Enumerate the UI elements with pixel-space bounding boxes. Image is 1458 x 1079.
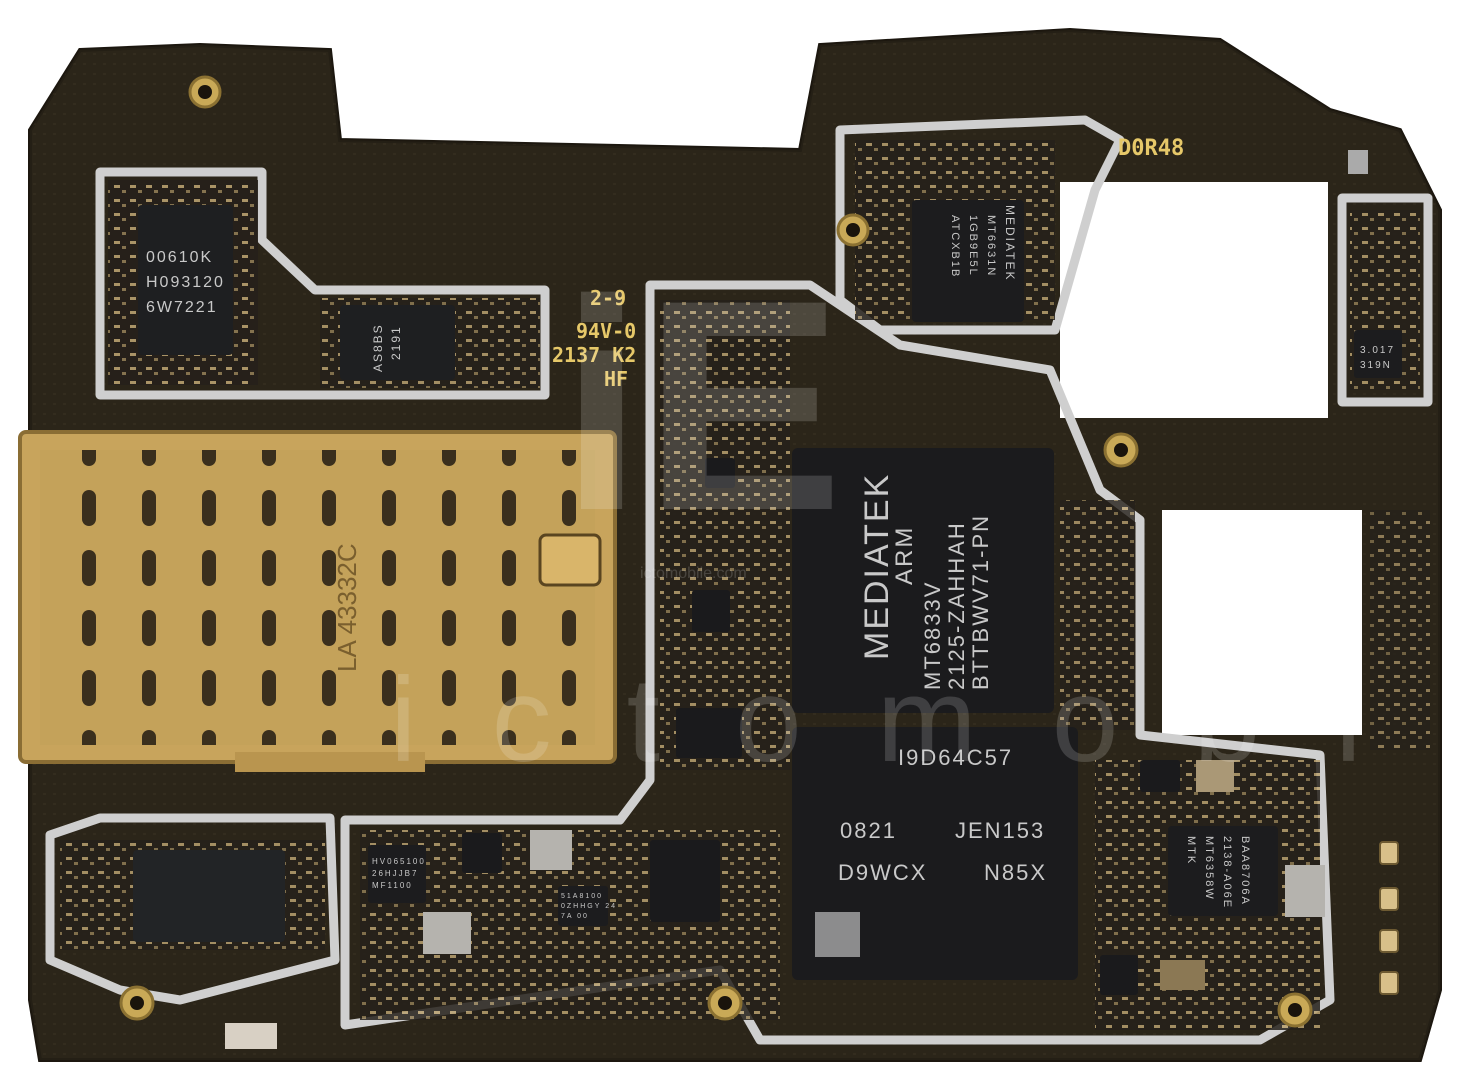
shield-frame-top-left <box>95 167 550 400</box>
sim-tray-code: LA 43332C <box>332 543 362 672</box>
bottomsmallb-label-2: 0ZHHGY 24 <box>561 903 617 910</box>
memory-qr-code <box>815 912 860 957</box>
chip-bottom-left-module <box>133 850 285 942</box>
topleft-label-3: 6W7221 <box>146 299 218 316</box>
sim-card-tray: LA 43332C <box>18 430 617 772</box>
mtkbottom-label-4: BAA8706A <box>1239 836 1251 906</box>
smalltop-label-1: 2191 <box>389 325 403 360</box>
rightsmall-label-1: 3.017 <box>1360 345 1395 356</box>
shield-frame-right-small <box>1337 193 1433 407</box>
shield-frame-main <box>340 280 1335 1045</box>
topleft-label-2: H093120 <box>146 274 225 291</box>
soc-label-5: BTTBWV71-PN <box>968 514 993 690</box>
rightsmall-label-2: 319N <box>1360 360 1392 371</box>
mtkbottom-label-2: MT6358W <box>1203 836 1215 901</box>
soc-label-4: 2125-ZAHHAH <box>944 521 969 690</box>
bottomsmalla-label-3: MF1100 <box>372 881 413 890</box>
chip-small-top: 2191 AS8BS <box>340 305 455 380</box>
mtkbottom-label-3: 2138-A06E <box>1221 836 1233 909</box>
topleft-label-1: 00610K <box>146 249 213 266</box>
chip-memory: I9D64C57 0821 JEN153 D9WCX N85X <box>792 727 1078 980</box>
edge-contacts <box>1379 841 1399 995</box>
chip-mtk-top: MEDIATEK MT6631N 1GB9E5L ATCXB1B <box>912 200 1024 322</box>
mtkbottom-label-1: MTK <box>1185 836 1197 865</box>
memory-label-1: I9D64C57 <box>898 745 1013 770</box>
bottomsmalla-label-1: HV065100 <box>372 857 426 866</box>
shield-frame-bottom-left <box>45 813 340 1005</box>
soc-label-1: MEDIATEK <box>858 473 896 660</box>
chip-right-small: 3.017 319N <box>1354 330 1402 378</box>
chip-bottom-small-a: HV065100 26HJJB7 MF1100 <box>368 845 426 903</box>
silk-board-id: D0R48 <box>1118 136 1184 161</box>
chip-mtk-bottom: MTK MT6358W 2138-A06E BAA8706A <box>1168 826 1278 916</box>
mtktop-label-4: ATCXB1B <box>949 215 961 278</box>
board-cutout-middle <box>1162 510 1362 735</box>
memory-label-4: D9WCX <box>838 860 927 885</box>
mtktop-label-3: 1GB9E5L <box>967 215 979 277</box>
soc-label-3: MT6833V <box>920 581 945 690</box>
bottomsmallb-label-1: 51A8100 <box>561 893 603 900</box>
bottomsmallb-label-3: 7A 00 <box>561 913 589 920</box>
mtktop-label-1: MEDIATEK <box>1003 205 1017 281</box>
bottomsmalla-label-2: 26HJJB7 <box>372 869 418 878</box>
smalltop-label-2: AS8BS <box>371 323 385 372</box>
silk-mark-d: HF <box>604 367 628 391</box>
silk-mark-b: 94V-0 <box>576 319 636 343</box>
soc-label-2: ARM <box>891 526 918 585</box>
board-cutout-top <box>1060 182 1328 418</box>
memory-label-3: JEN153 <box>955 818 1045 843</box>
silk-mark-a: 2-9 <box>590 286 626 310</box>
memory-label-2: 0821 <box>840 818 897 843</box>
chip-soc: MEDIATEK ARM MT6833V 2125-ZAHHAH BTTBWV7… <box>792 448 1054 713</box>
silk-mark-c: 2137 K2 <box>552 343 636 367</box>
chip-bottom-small-b: 51A8100 0ZHHGY 24 7A 00 <box>558 886 617 926</box>
memory-label-5: N85X <box>984 860 1047 885</box>
chip-top-left: 00610K H093120 6W7221 <box>138 205 233 355</box>
mtktop-label-2: MT6631N <box>985 215 997 277</box>
